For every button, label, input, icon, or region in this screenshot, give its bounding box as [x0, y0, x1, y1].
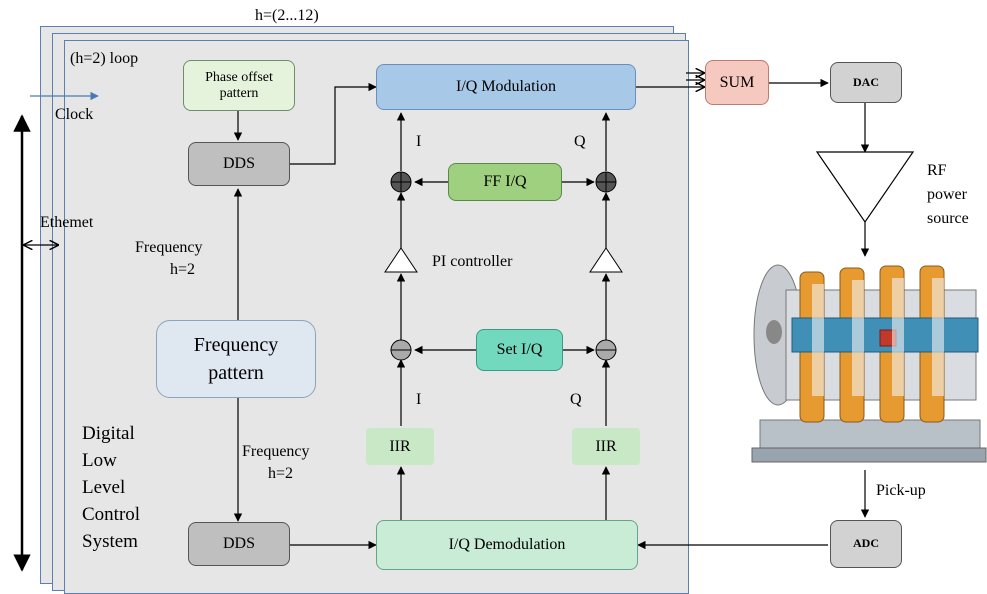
- rf-label-line-3: source: [927, 210, 969, 227]
- system-label-line-5: System: [82, 531, 138, 552]
- pickup-label: Pick-up: [876, 482, 926, 499]
- i-top-label: I: [416, 133, 422, 150]
- adder-right: [595, 171, 617, 193]
- cavity-illustration: [751, 264, 987, 463]
- ethernet-label: Ethemet: [40, 214, 94, 231]
- rf-label-line-2: power: [927, 186, 967, 203]
- loop-label: (h=2) loop: [70, 50, 139, 67]
- rf-label-line-1: RF: [927, 162, 947, 179]
- q-bottom-label: Q: [570, 391, 582, 408]
- i-bottom-label: I: [416, 391, 422, 408]
- q-top-label: Q: [574, 133, 586, 150]
- clock-label: Clock: [55, 106, 94, 123]
- iir-left-block: IIR: [366, 428, 434, 465]
- frequency-bottom-label: Frequency: [242, 443, 310, 460]
- frequency-bottom-h: h=2: [268, 465, 294, 482]
- frequency-top-label: Frequency: [135, 239, 203, 256]
- iq-modulation-block: I/Q Modulation: [376, 64, 636, 110]
- system-label-line-1: Digital: [82, 423, 135, 444]
- adder-left: [390, 171, 412, 193]
- ff-iq-block: FF I/Q: [448, 163, 562, 201]
- system-label-line-4: Control: [82, 504, 141, 525]
- iir-right-block: IIR: [572, 428, 640, 465]
- set-iq-block: Set I/Q: [476, 329, 563, 371]
- frequency-pattern-block: Frequency pattern: [156, 320, 316, 398]
- adc-block: ADC: [830, 520, 902, 568]
- iq-demodulation-block: I/Q Demodulation: [376, 520, 638, 570]
- system-label-line-2: Low: [82, 450, 117, 471]
- pi-controller-label: PI controller: [432, 253, 513, 270]
- dds-top-block: DDS: [188, 142, 290, 186]
- phase-offset-pattern-block: Phase offset pattern: [183, 60, 295, 111]
- dds-bottom-block: DDS: [188, 522, 290, 566]
- dac-block: DAC: [830, 62, 902, 103]
- harmonic-range-label: h=(2...12): [255, 7, 319, 24]
- system-label-line-3: Level: [82, 477, 126, 498]
- frequency-top-h: h=2: [170, 261, 196, 278]
- sum-block: SUM: [705, 60, 769, 105]
